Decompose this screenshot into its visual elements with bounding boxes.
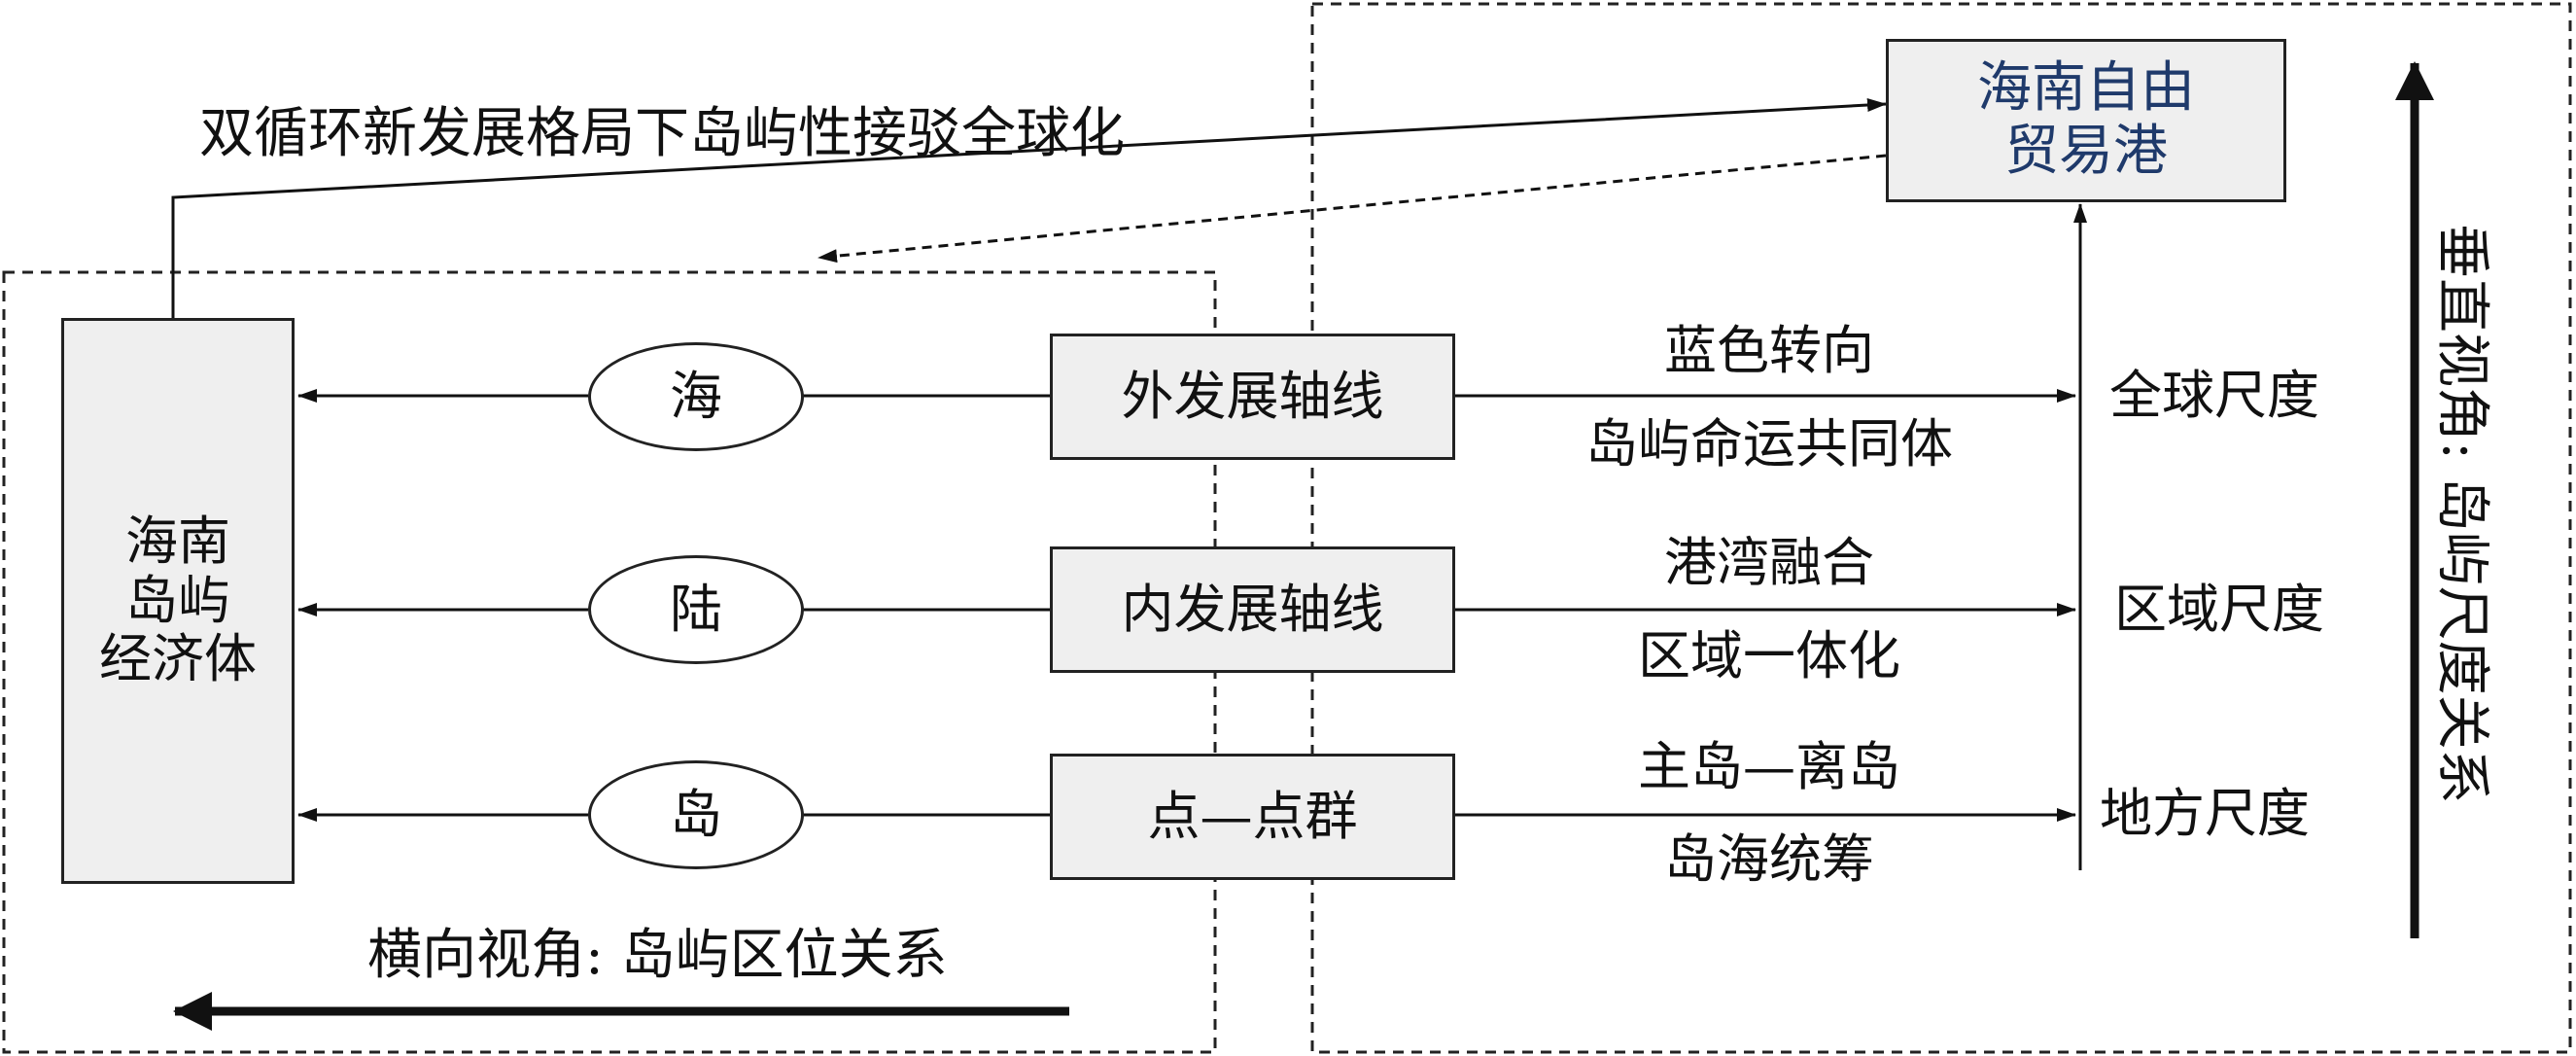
ftz-line1: 海南自由 xyxy=(1977,56,2195,121)
inner-axis-label: 内发展轴线 xyxy=(1121,579,1384,640)
vertical-region-frame xyxy=(1310,2,2572,1054)
global-scale-label: 全球尺度 xyxy=(2109,365,2319,426)
inner-axis-box: 内发展轴线 xyxy=(1050,546,1455,673)
point-cluster-label: 点—点群 xyxy=(1147,786,1358,847)
ftz-box: 海南自由 贸易港 xyxy=(1886,39,2286,202)
row1-lower-label: 岛屿命运共同体 xyxy=(1585,413,1953,475)
globalization-label: 双循环新发展格局下岛屿性接驳全球化 xyxy=(199,102,1125,165)
outer-axis-label: 外发展轴线 xyxy=(1121,366,1384,427)
point-cluster-box: 点—点群 xyxy=(1050,754,1455,880)
feedback-dashed-arrow xyxy=(818,154,1887,264)
vertical-perspective-label: 垂直视角: 岛屿尺度关系 xyxy=(2430,224,2493,804)
element-sea-label: 海 xyxy=(670,366,722,427)
horizontal-region-frame xyxy=(2,270,1217,1054)
row3-lower-label: 岛海统筹 xyxy=(1664,828,1874,890)
horizontal-perspective-label: 横向视角: 岛屿区位关系 xyxy=(367,924,948,987)
regional-scale-label: 区域尺度 xyxy=(2114,579,2324,640)
local-scale-label: 地方尺度 xyxy=(2100,783,2310,844)
ftz-line2: 贸易港 xyxy=(2004,120,2168,183)
economy-line1: 海南 xyxy=(125,510,230,573)
globalization-arrow xyxy=(171,98,1887,318)
element-island-label: 岛 xyxy=(670,784,722,845)
economy-box: 海南 岛屿 经济体 xyxy=(61,318,295,884)
economy-line3: 经济体 xyxy=(99,628,257,690)
row1-upper-label: 蓝色转向 xyxy=(1664,320,1874,381)
economy-line2: 岛屿 xyxy=(125,569,230,631)
element-ellipse-island: 岛 xyxy=(588,760,804,869)
element-ellipse-land: 陆 xyxy=(588,555,804,664)
row2-lower-label: 区域一体化 xyxy=(1638,625,1900,686)
row2-upper-label: 港湾融合 xyxy=(1664,532,1874,593)
outer-axis-box: 外发展轴线 xyxy=(1050,334,1455,460)
element-ellipse-sea: 海 xyxy=(588,342,804,451)
row3-upper-label: 主岛—离岛 xyxy=(1638,736,1900,797)
element-land-label: 陆 xyxy=(670,579,722,640)
